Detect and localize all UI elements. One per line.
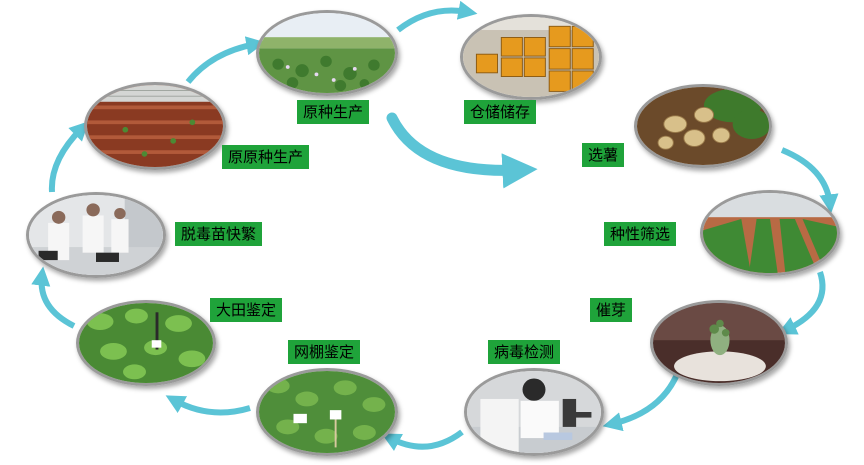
label-xuanshu: 选薯	[582, 143, 625, 167]
arrow-rows-to-sprout	[777, 271, 826, 335]
arrow-lab-to-nethouse	[381, 429, 464, 451]
label-yuanzhong: 原种生产	[297, 100, 370, 124]
photo-potato-field	[256, 10, 398, 96]
arrow-field-to-warehouse	[396, 0, 478, 33]
photo-net-house-plants	[256, 368, 398, 456]
arrow-lab-to-greenhouse	[48, 121, 89, 193]
photo-field-plants	[76, 300, 216, 386]
photo-lab-technician	[464, 368, 604, 456]
photo-sprouting-tuber	[650, 300, 788, 386]
label-wangpeng: 网棚鉴定	[288, 340, 361, 364]
arrow-sprout-to-lab	[602, 370, 681, 432]
arrow-greenhouse-to-field	[185, 36, 266, 84]
arrow-fieldplants-to-lab	[31, 266, 76, 329]
label-tuodu: 脱毒苗快繁	[175, 222, 263, 246]
photo-potato-harvest	[634, 84, 772, 168]
label-yuanyuan: 原原种生产	[222, 145, 310, 169]
arrow-nethouse-to-fieldplants	[165, 395, 251, 416]
photo-greenhouse-rows	[700, 190, 840, 276]
label-cuiya: 催芽	[590, 298, 633, 322]
photo-greenhouse-soil	[84, 82, 226, 170]
photo-warehouse-crates	[460, 14, 602, 100]
photo-tissue-culture-lab	[26, 192, 166, 278]
label-zhongxing: 种性筛选	[604, 222, 677, 246]
label-datian: 大田鉴定	[210, 298, 283, 322]
arrow-harvest-to-rows	[780, 147, 839, 214]
label-bingdu: 病毒检测	[488, 340, 561, 364]
label-cangchu: 仓储储存	[464, 100, 537, 124]
arrow-center-sweep	[386, 112, 538, 189]
